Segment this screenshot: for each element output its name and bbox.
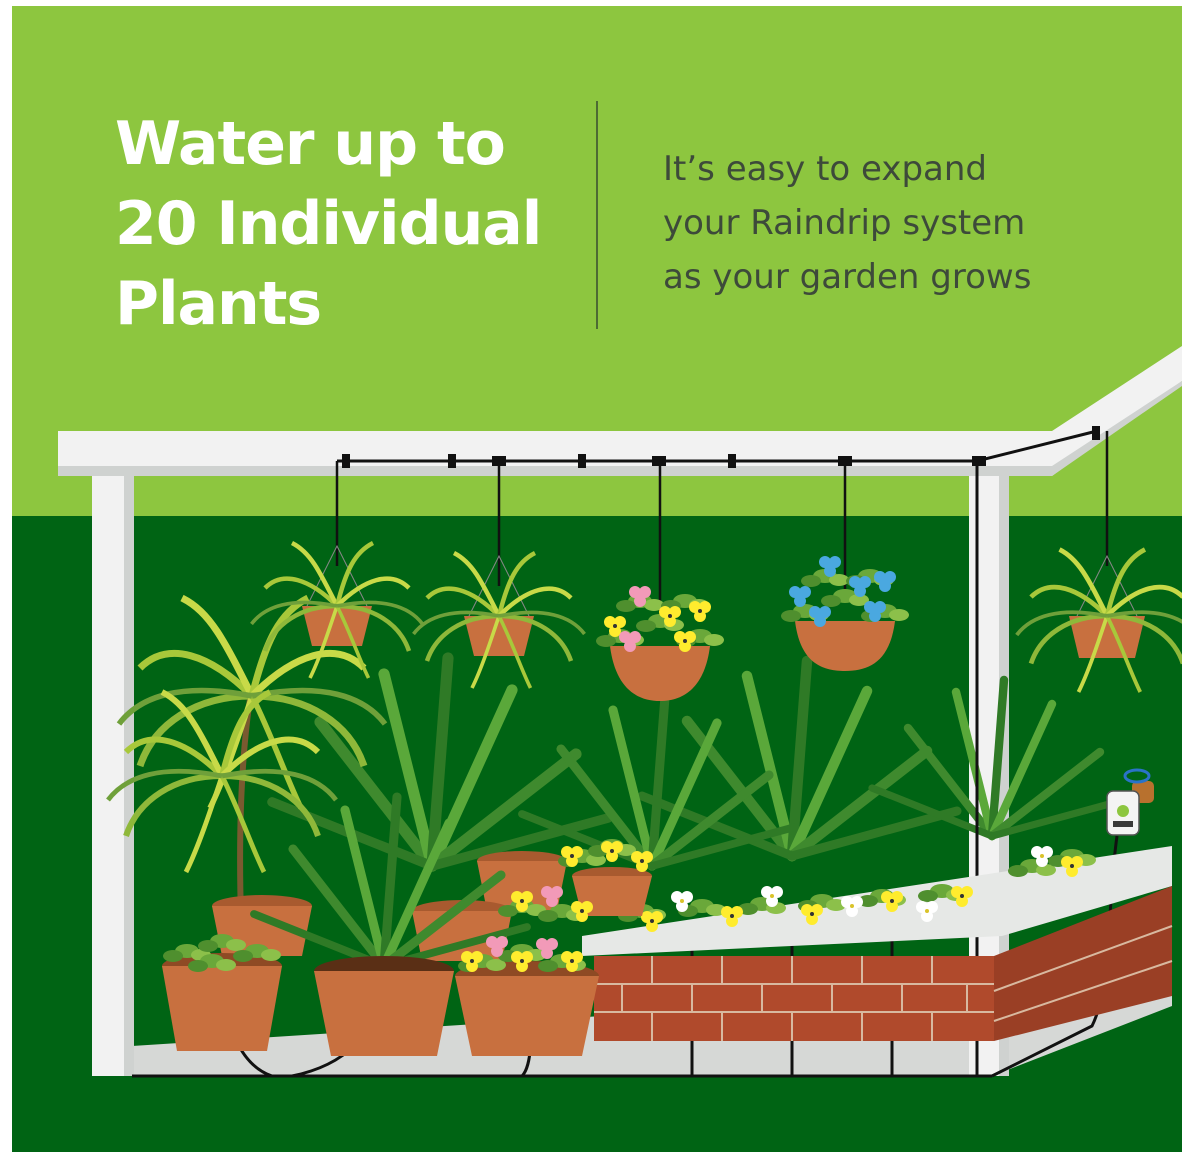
garden-illustration [58,346,1183,1078]
subheadline: It’s easy to expand your Raindrip system… [663,142,1133,304]
subheadline-line-3: as your garden grows [663,257,1032,297]
subheadline-line-2: your Raindrip system [663,203,1026,243]
headline-line-2: 20 Individual [115,189,542,259]
headline: Water up to 20 Individual Plants [115,104,575,344]
water-timer-icon [1106,790,1140,836]
headline-line-3: Plants [115,269,322,339]
infographic-panel: Water up to 20 Individual Plants It’s ea… [12,6,1182,1152]
tall-plant [108,598,385,947]
hanging-basket-icon [252,543,1183,701]
vertical-divider [596,101,598,329]
brick-planter-icon [582,846,1173,1041]
headline-line-1: Water up to [115,109,506,179]
front-middle-pot [254,797,527,1056]
front-left-pot [162,934,282,1051]
front-right-pot [455,936,599,1056]
subheadline-line-1: It’s easy to expand [663,149,988,189]
